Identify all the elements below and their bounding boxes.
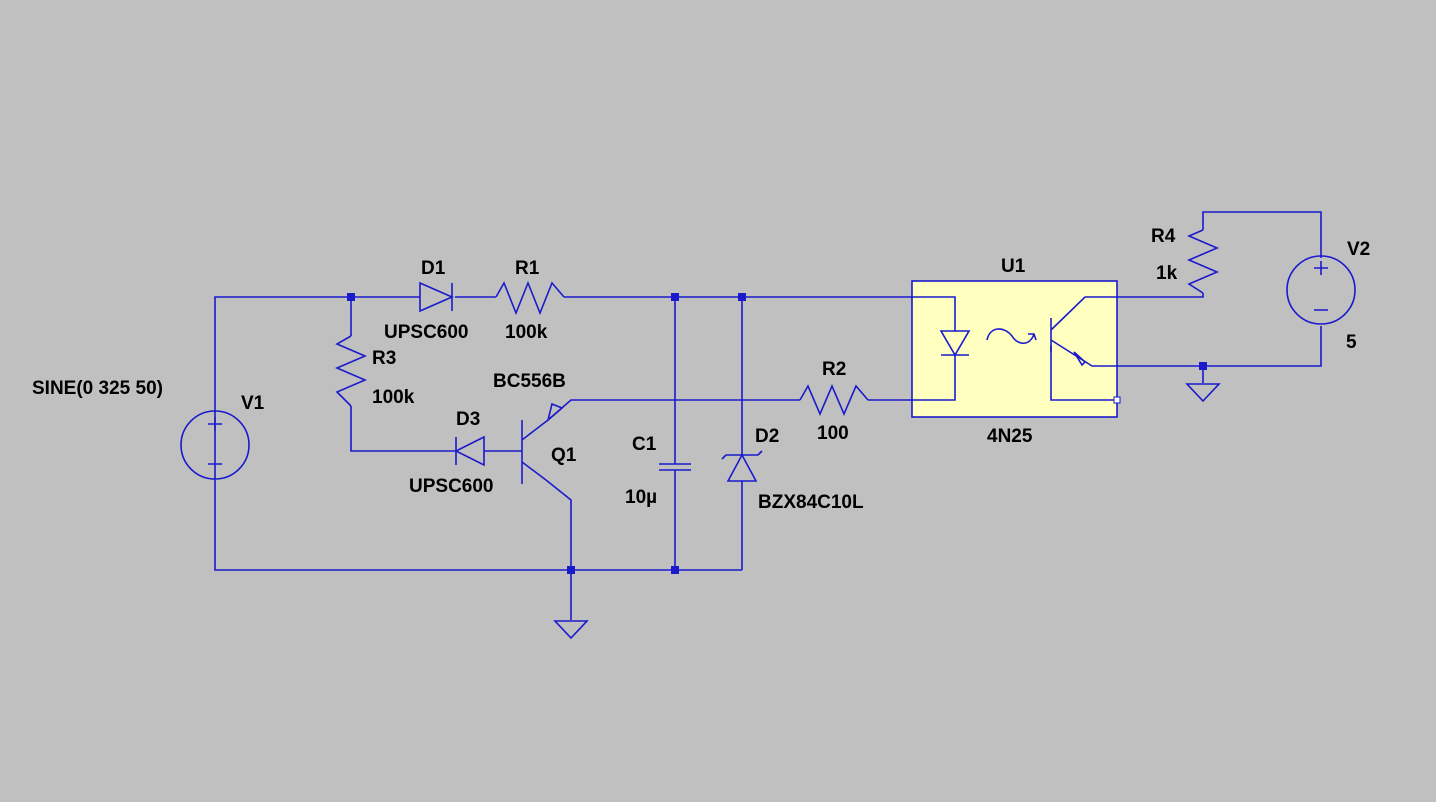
r1-value-label: 100k	[505, 322, 548, 343]
v1-source[interactable]	[180, 410, 250, 480]
r2-resistor[interactable]	[799, 383, 869, 417]
resistor-icon	[799, 383, 869, 417]
d1-ref-label: D1	[421, 258, 446, 279]
zener-diode-icon	[721, 450, 763, 482]
internal-wire	[912, 355, 956, 401]
wire	[350, 406, 456, 452]
v1-ref-label: V1	[241, 393, 265, 414]
v2-source[interactable]	[1286, 255, 1356, 325]
r2-value-label: 100	[817, 423, 849, 444]
r3-value-label: 100k	[372, 387, 415, 408]
internal-wire	[912, 296, 956, 331]
labels: SINE(0 325 50) V1 D1 UPSC600 R1 100k R3 …	[32, 226, 1370, 513]
d2-value-label: BZX84C10L	[758, 492, 864, 513]
r3-resistor[interactable]	[334, 335, 368, 407]
wire	[1117, 326, 1322, 367]
light-arrow-icon	[986, 328, 1037, 345]
ground-output	[1185, 383, 1221, 403]
r1-ref-label: R1	[515, 258, 540, 279]
wire	[547, 399, 800, 421]
q1-value-label: BC556B	[493, 371, 566, 392]
junction-node	[671, 566, 679, 574]
emitter-arrow	[1073, 351, 1087, 367]
junction-node	[738, 293, 746, 301]
d2-zener[interactable]	[721, 450, 763, 482]
emitter-lead	[521, 419, 549, 441]
junctions	[347, 293, 1207, 574]
ground-main	[553, 620, 589, 640]
u1-optocoupler[interactable]	[911, 280, 1121, 418]
junction-node	[347, 293, 355, 301]
r1-resistor[interactable]	[495, 280, 565, 316]
emitter-arrow	[546, 402, 564, 423]
v1-value-label: SINE(0 325 50)	[32, 378, 163, 399]
d1-diode[interactable]	[419, 281, 454, 313]
wire	[214, 445, 742, 571]
polarity-marks	[208, 417, 222, 465]
d2-ref-label: D2	[755, 426, 779, 447]
resistor-icon	[334, 335, 368, 407]
q1-ref-label: Q1	[551, 445, 577, 466]
r2-ref-label: R2	[822, 359, 846, 380]
collector-lead	[521, 461, 547, 481]
pin-marker	[1113, 396, 1121, 404]
resistor-icon	[1186, 229, 1220, 294]
c1-capacitor[interactable]	[659, 463, 691, 471]
diode-icon	[454, 435, 485, 467]
v2-value-label: 5	[1346, 332, 1357, 353]
u1-value-label: 4N25	[987, 426, 1033, 447]
wire	[545, 479, 572, 620]
u1-ref-label: U1	[1001, 256, 1026, 277]
r4-value-label: 1k	[1156, 263, 1178, 284]
emitter-line	[1050, 339, 1117, 367]
junction-node	[1199, 362, 1207, 370]
r3-ref-label: R3	[372, 348, 396, 369]
diode-icon	[419, 281, 454, 313]
wire	[214, 296, 420, 445]
ground-icon	[1185, 383, 1221, 403]
junction-node	[567, 566, 575, 574]
c1-value-label: 10µ	[625, 487, 657, 508]
wire	[1117, 293, 1204, 298]
resistor-icon	[495, 280, 565, 316]
voltage-source-icon	[1286, 255, 1356, 325]
d3-diode[interactable]	[454, 435, 485, 467]
ground-icon	[553, 620, 589, 640]
q1-transistor[interactable]	[521, 402, 564, 484]
collector-line	[1050, 296, 1117, 331]
r4-ref-label: R4	[1151, 226, 1176, 247]
wire	[1202, 211, 1322, 258]
polarity-marks	[1314, 261, 1328, 311]
d1-value-label: UPSC600	[384, 322, 469, 343]
voltage-source-icon	[180, 410, 250, 480]
d3-ref-label: D3	[456, 409, 480, 430]
d3-value-label: UPSC600	[409, 476, 494, 497]
v2-ref-label: V2	[1347, 239, 1370, 260]
junction-node	[671, 293, 679, 301]
c1-ref-label: C1	[632, 434, 657, 455]
internal-wire	[1050, 345, 1117, 401]
optocoupler-icon	[911, 280, 1118, 418]
capacitor-icon	[659, 463, 691, 471]
r4-resistor[interactable]	[1186, 229, 1220, 294]
